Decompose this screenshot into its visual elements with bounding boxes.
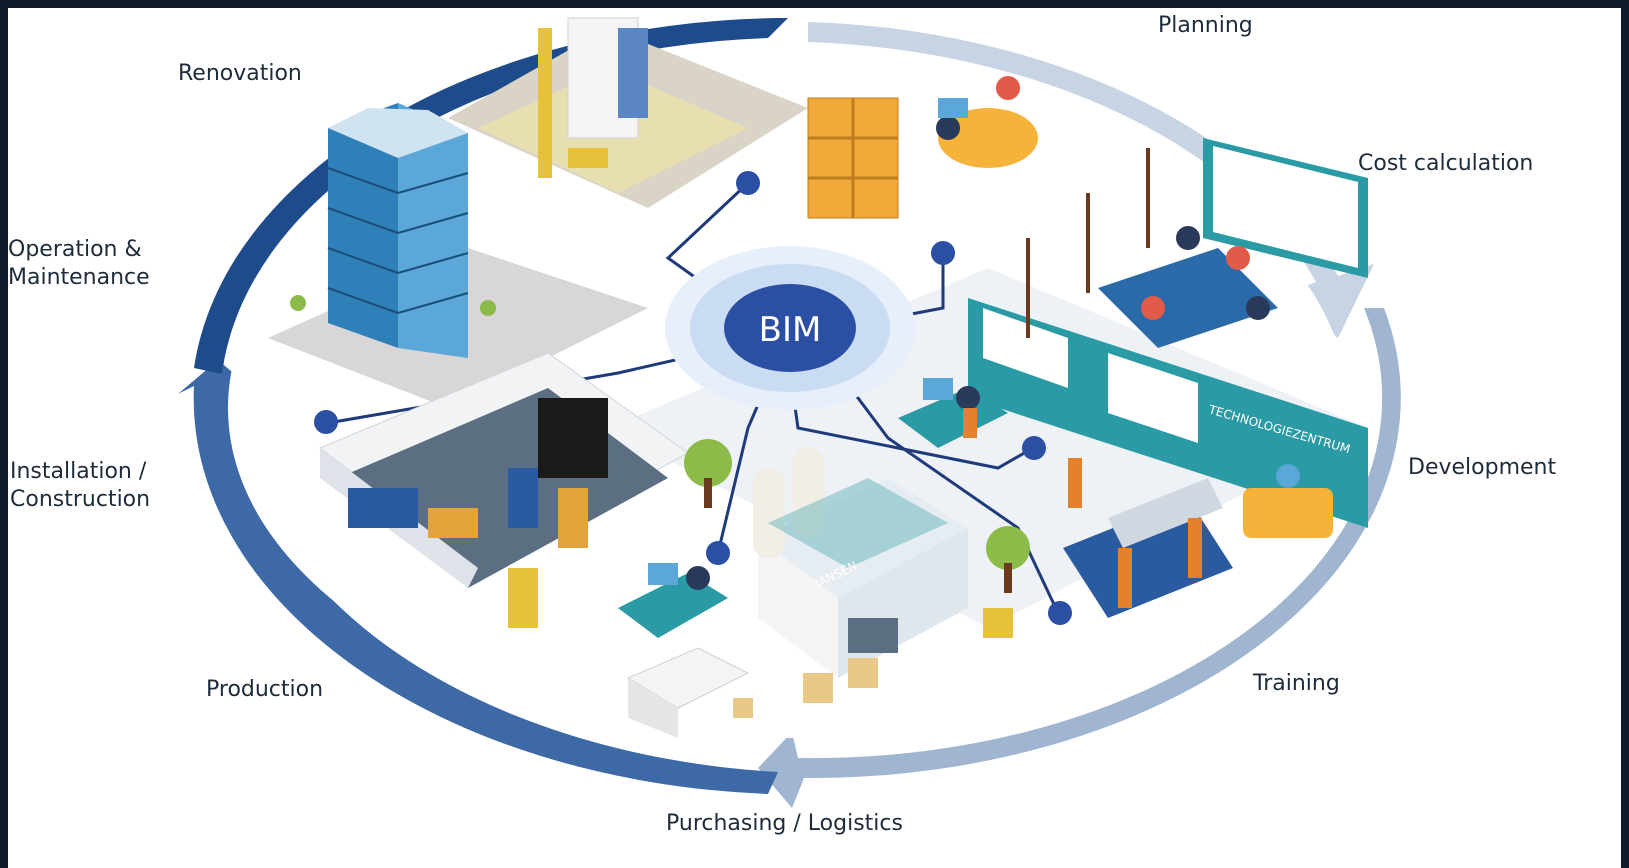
bim-label: BIM xyxy=(759,310,822,350)
connector-node xyxy=(931,241,955,265)
stage-label-operation-maintenance: Operation & Maintenance xyxy=(8,237,150,290)
connector-node xyxy=(706,541,730,565)
diagram-frame: TECHNOLOGIEZENTRUM JANSEN xyxy=(8,8,1621,868)
stage-label-installation-construction: Installation / Construction xyxy=(10,459,151,512)
construction-site xyxy=(448,17,808,208)
office-tower xyxy=(268,103,648,408)
stage-label-renovation: Renovation xyxy=(178,61,302,86)
stage-label-development: Development xyxy=(1408,455,1557,480)
training-area xyxy=(1063,458,1333,618)
stage-label-training: Training xyxy=(1253,671,1340,696)
purchasing-desk xyxy=(618,563,753,738)
connector-node xyxy=(314,410,338,434)
connector-node xyxy=(1022,436,1046,460)
connector-node xyxy=(736,171,760,195)
production-hall xyxy=(319,352,689,628)
developer-desk xyxy=(898,378,1008,448)
stage-label-cost-calculation: Cost calculation xyxy=(1358,151,1534,176)
ring-arrow-renovation xyxy=(194,18,788,374)
technology-centre: TECHNOLOGIEZENTRUM xyxy=(968,138,1368,528)
planning-office xyxy=(807,76,1038,219)
bim-hub: BIM xyxy=(665,246,915,410)
stage-label-purchasing-logistics: Purchasing / Logistics xyxy=(666,811,903,836)
stage-label-planning: Planning xyxy=(1158,13,1253,38)
connector-node xyxy=(1048,601,1072,625)
factory: JANSEN xyxy=(684,439,1030,703)
stage-label-production: Production xyxy=(206,677,324,702)
bim-lifecycle-diagram: TECHNOLOGIEZENTRUM JANSEN xyxy=(178,17,1401,808)
